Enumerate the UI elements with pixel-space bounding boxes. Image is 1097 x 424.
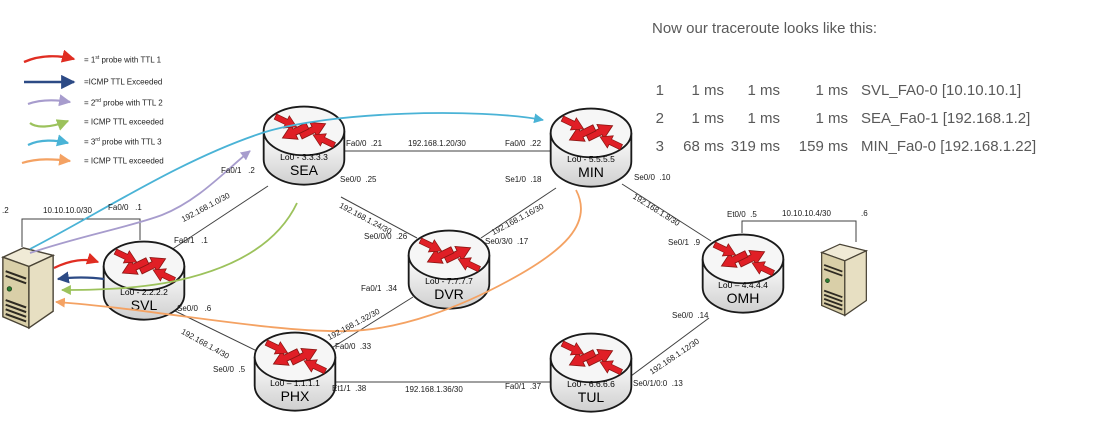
hop-host: MIN_Fa0-0 [192.168.1.22]: [861, 138, 1037, 155]
router-loopback: Lo0 - 2.2.2.2: [120, 287, 168, 297]
rtt-1: 68 ms: [683, 138, 724, 155]
legend-text: = ICMP TTL exceeded: [84, 117, 164, 127]
router-loopback: Lo0 - 3.3.3.3: [280, 152, 328, 162]
rtt-2: 1 ms: [747, 82, 780, 99]
rtt-1: 1 ms: [691, 110, 724, 127]
link-min-omh: [621, 183, 712, 242]
link-tul-omh: [630, 317, 710, 377]
router-svl: Lo0 - 2.2.2.2 SVL: [102, 239, 186, 327]
rtt-1: 1 ms: [691, 82, 724, 99]
iface-label-dvr-se0-3-0: Se0/3/0 .17: [485, 237, 529, 246]
iface-label-phx-et1-1: Et1/1 .38: [332, 384, 367, 393]
host-pc-right: [820, 240, 868, 323]
legend-text: = ICMP TTL exceeded: [84, 156, 164, 166]
rtt-2: 1 ms: [747, 110, 780, 127]
hop-host: SVL_FA0-0 [10.10.10.1]: [861, 82, 1022, 99]
router-loopback: Lo0 – 1.1.1.1: [270, 378, 320, 388]
iface-label-dvr-se0-0-0: Se0/0/0 .26: [364, 232, 408, 241]
iface-label-dvr-fa0-1: Fa0/1 .34: [361, 284, 398, 293]
iface-label-omh-se0-0: Se0/0 .14: [672, 311, 709, 320]
router-loopback: Lo0 – 4.4.4.4: [718, 280, 768, 290]
router-dvr: Lo0 - 7.7.7.7 DVR: [407, 228, 491, 316]
subnet-label-sea-min: 192.168.1.20/30: [408, 139, 466, 148]
legend-sup: st: [95, 55, 100, 61]
iface-label-sea-fa0-0: Fa0/0 .21: [346, 139, 383, 148]
legend-item-probe2: = 2nd probe with TTL 2: [84, 98, 163, 108]
traceroute-title: Now our traceroute looks like this:: [652, 20, 878, 37]
router-name: MIN: [578, 164, 604, 180]
subnet-label-pc-svl: 10.10.10.0/30: [43, 206, 92, 215]
legend-text: = 2: [84, 98, 96, 108]
hop-number: 3: [655, 138, 664, 155]
router-phx: Lo0 – 1.1.1.1 PHX: [253, 330, 337, 418]
legend-item-probe3: = 3rd probe with TTL 3: [84, 137, 162, 147]
host-ip-label-left: .2: [2, 206, 9, 215]
rtt-2: 319 ms: [730, 138, 780, 155]
legend-text: probe with TTL 3: [99, 137, 162, 147]
router-omh: Lo0 – 4.4.4.4 OMH: [701, 232, 785, 320]
iface-label-phx-fa0-0: Fa0/0 .33: [335, 342, 372, 351]
iface-label-svl-fa0-1: Fa0/1 .1: [174, 236, 208, 245]
iface-label-omh-se0-1: Se0/1 .9: [668, 238, 701, 247]
router-min: Lo0 - 5.5.5.5 MIN: [549, 106, 633, 194]
iface-label-sea-fa0-1: Fa0/1 .2: [221, 166, 255, 175]
legend-text: =ICMP TTL Exceeded: [84, 77, 163, 87]
router-sea: Lo0 - 3.3.3.3 SEA: [262, 104, 346, 192]
legend-item-probe1: = 1st probe with TTL 1: [84, 55, 161, 65]
legend-item-icmp2: = ICMP TTL exceeded: [84, 117, 164, 127]
iface-label-tul-se0-1-0-0: Se0/1/0:0 .13: [633, 379, 683, 388]
legend-item-icmp1: =ICMP TTL Exceeded: [84, 77, 162, 87]
subnet-label-omh-pc: 10.10.10.4/30: [782, 209, 831, 218]
iface-label-omh-et0-0: Et0/0 .5: [727, 210, 757, 219]
tower-pc-icon: [1, 242, 55, 332]
traceroute-output: 1 1 ms 1 ms 1 ms SVL_FA0-0 [10.10.10.1] …: [648, 77, 1036, 161]
iface-label-min-fa0-0: Fa0/0 .22: [505, 139, 542, 148]
router-name: TUL: [577, 389, 605, 405]
router-tul: Lo0 - 6.6.6.6 TUL: [549, 331, 633, 419]
router-name: OMH: [726, 290, 760, 306]
tower-pc-icon: [820, 240, 868, 318]
router-loopback: Lo0 - 7.7.7.7: [425, 276, 473, 286]
legend-item-icmp3: = ICMP TTL exceeded: [84, 156, 164, 166]
iface-label-tul-fa0-1: Fa0/1 .37: [505, 382, 542, 391]
subnet-label-phx-tul: 192.168.1.36/30: [405, 385, 463, 394]
rtt-3: 159 ms: [798, 138, 848, 155]
iface-label-min-se1-0: Se1/0 .18: [505, 175, 542, 184]
legend-text: = 1: [84, 55, 96, 65]
host-pc-left: [1, 242, 55, 337]
hop-number: 2: [655, 110, 664, 127]
hop-number: 1: [655, 82, 664, 99]
legend-text: = 3: [84, 137, 96, 147]
legend-text: probe with TTL 1: [99, 55, 162, 65]
router-name: SEA: [289, 162, 318, 178]
router-loopback: Lo0 - 6.6.6.6: [567, 379, 615, 389]
rtt-3: 1 ms: [815, 82, 848, 99]
host-ip-label-right: .6: [861, 209, 868, 218]
legend-sup: nd: [95, 98, 101, 104]
hop-host: SEA_Fa0-1 [192.168.1.2]: [861, 110, 1031, 127]
legend-text: probe with TTL 2: [100, 98, 163, 108]
iface-label-svl-se0-0: Se0/0 .6: [177, 304, 212, 313]
link-omh-pc: [741, 220, 857, 242]
iface-label-sea-se0-0: Se0/0 .25: [340, 175, 377, 184]
router-name: DVR: [434, 286, 464, 302]
iface-label-min-se0-0: Se0/0 .10: [634, 173, 671, 182]
router-name: SVL: [130, 297, 158, 313]
router-name: PHX: [280, 388, 310, 404]
rtt-3: 1 ms: [815, 110, 848, 127]
iface-label-phx-se0-0: Se0/0 .5: [213, 365, 246, 374]
router-loopback: Lo0 - 5.5.5.5: [567, 154, 615, 164]
iface-label-svl-fa0-0: Fa0/0 .1: [108, 203, 142, 212]
